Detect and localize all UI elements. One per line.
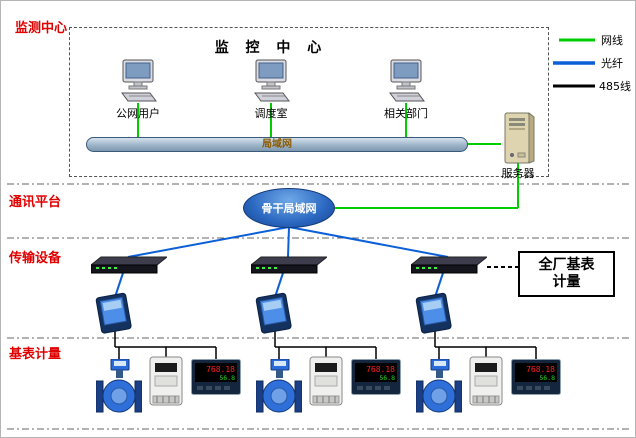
switch-icon [89,255,169,279]
plant-metering-line1: 全厂基表 [538,256,595,273]
optical-fiber-lines [114,226,449,298]
switch-icon [249,255,329,279]
flowmeter-icon [415,358,463,419]
digital-panel-meter-icon: 768.18 56.8 [351,359,401,399]
panel-meter-green-value: 56.8 [219,374,235,382]
server-icon [501,111,537,169]
workstation-label-dispatch-room: 调度室 [254,107,288,120]
plant-metering-annotation-box: 全厂基表 计量 [518,251,615,297]
layer-separator-lines [7,183,631,430]
legend-label-optical-fiber: 光纤 [601,57,623,70]
legend-label-rs485: 485线 [599,80,631,93]
rtu-terminal-icon [93,290,136,340]
digital-panel-meter-icon: 768.18 56.8 [511,359,561,399]
workstation-computer-icon [116,59,160,109]
rtu-terminal-icon [253,290,296,340]
backbone-lan-node: 骨干局域网 [243,188,335,228]
panel-meter-red-value: 768.18 [526,365,555,374]
plant-metering-line2: 计量 [552,274,581,290]
backbone-lan-label: 骨干局域网 [261,202,317,215]
layer-label-monitoring-center: 监测中心 [15,21,68,36]
rs485-lines [114,331,537,360]
panel-meter-green-value: 56.8 [539,374,555,382]
layer-label-comm-platform: 通讯平台 [9,195,62,210]
panel-meter-red-value: 768.18 [366,365,395,374]
workstation-computer-icon [249,59,293,109]
digital-panel-meter-icon: 768.18 56.8 [191,359,241,399]
monitoring-center-box [69,27,549,177]
lan-bus-bar: 局域网 [86,137,468,152]
workstation-computer-icon [384,59,428,109]
monitoring-center-title: 监 控 中 心 [214,40,328,56]
rtu-terminal-icon [413,290,456,340]
flowmeter-icon [255,358,303,419]
server-label: 服务器 [501,167,535,180]
energy-meter-icon [309,356,343,410]
workstation-label-public-user: 公网用户 [116,107,160,120]
workstation-label-related-dept: 相关部门 [384,107,428,120]
legend-line-samples [553,38,595,88]
network-cable-lines [137,103,519,209]
legend-label-network-cable: 网线 [601,34,623,47]
panel-meter-red-value: 768.18 [206,365,235,374]
layer-label-transmission: 传输设备 [9,251,62,266]
switch-icon [409,255,489,279]
energy-meter-icon [469,356,503,410]
panel-meter-green-value: 56.8 [379,374,395,382]
flowmeter-icon [95,358,143,419]
energy-meter-icon [149,356,183,410]
lan-label: 局域网 [262,138,292,150]
layer-label-metering: 基表计量 [9,347,62,362]
